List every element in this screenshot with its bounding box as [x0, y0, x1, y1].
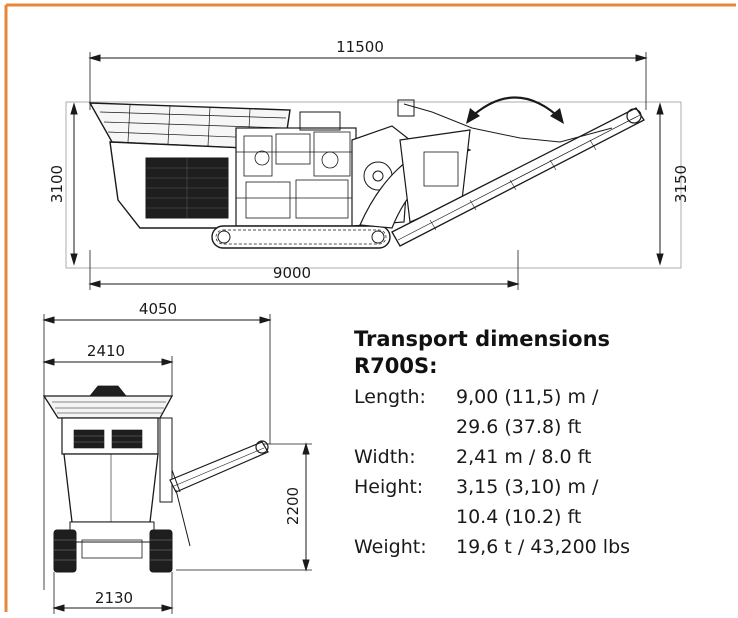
side-height-left-label: 3100: [48, 165, 66, 203]
spec-title-line-1: Transport dimensions: [354, 327, 611, 351]
spec-title-line-2: R700S:: [354, 354, 438, 378]
spec-value: 3,15 (3,10) m / 10.4 (10.2) ft: [456, 472, 598, 532]
front-conveyor-height-label: 2200: [284, 487, 302, 525]
spec-value-line: 3,15 (3,10) m /: [456, 476, 599, 498]
spec-value: 2,41 m / 8.0 ft: [456, 442, 591, 472]
spec-label: Height:: [354, 476, 424, 498]
transport-dimensions-panel: Transport dimensions R700S: Length: 9,00…: [354, 326, 734, 562]
spec-row-length: Length: 9,00 (11,5) m / 29.6 (37.8) ft: [354, 382, 734, 442]
spec-row-weight: Weight: 19,6 t / 43,200 lbs: [354, 532, 734, 562]
spec-value-line: 29.6 (37.8) ft: [456, 416, 582, 438]
spec-row-height: Height: 3,15 (3,10) m / 10.4 (10.2) ft: [354, 472, 734, 532]
front-body-width-label: 2410: [87, 342, 125, 360]
front-track-width-label: 2130: [95, 589, 133, 607]
spec-value-line: 19,6 t / 43,200 lbs: [456, 536, 631, 558]
front-overall-width-label: 4050: [139, 300, 177, 318]
side-overall-length-label: 11500: [336, 38, 384, 56]
front-view: [42, 314, 312, 614]
spec-row-width: Width: 2,41 m / 8.0 ft: [354, 442, 734, 472]
spec-value: 9,00 (11,5) m / 29.6 (37.8) ft: [456, 382, 598, 442]
spec-label: Width:: [354, 446, 416, 468]
spec-label: Length:: [354, 386, 426, 408]
spec-value-line: 9,00 (11,5) m /: [456, 386, 599, 408]
side-height-right-label: 3150: [672, 165, 690, 203]
spec-label: Weight:: [354, 536, 427, 558]
spec-value: 19,6 t / 43,200 lbs: [456, 532, 630, 562]
spec-title: Transport dimensions R700S:: [354, 326, 734, 380]
side-view: [65, 52, 682, 290]
spec-value-line: 10.4 (10.2) ft: [456, 506, 582, 528]
spec-value-line: 2,41 m / 8.0 ft: [456, 446, 592, 468]
side-track-length-label: 9000: [273, 264, 311, 282]
